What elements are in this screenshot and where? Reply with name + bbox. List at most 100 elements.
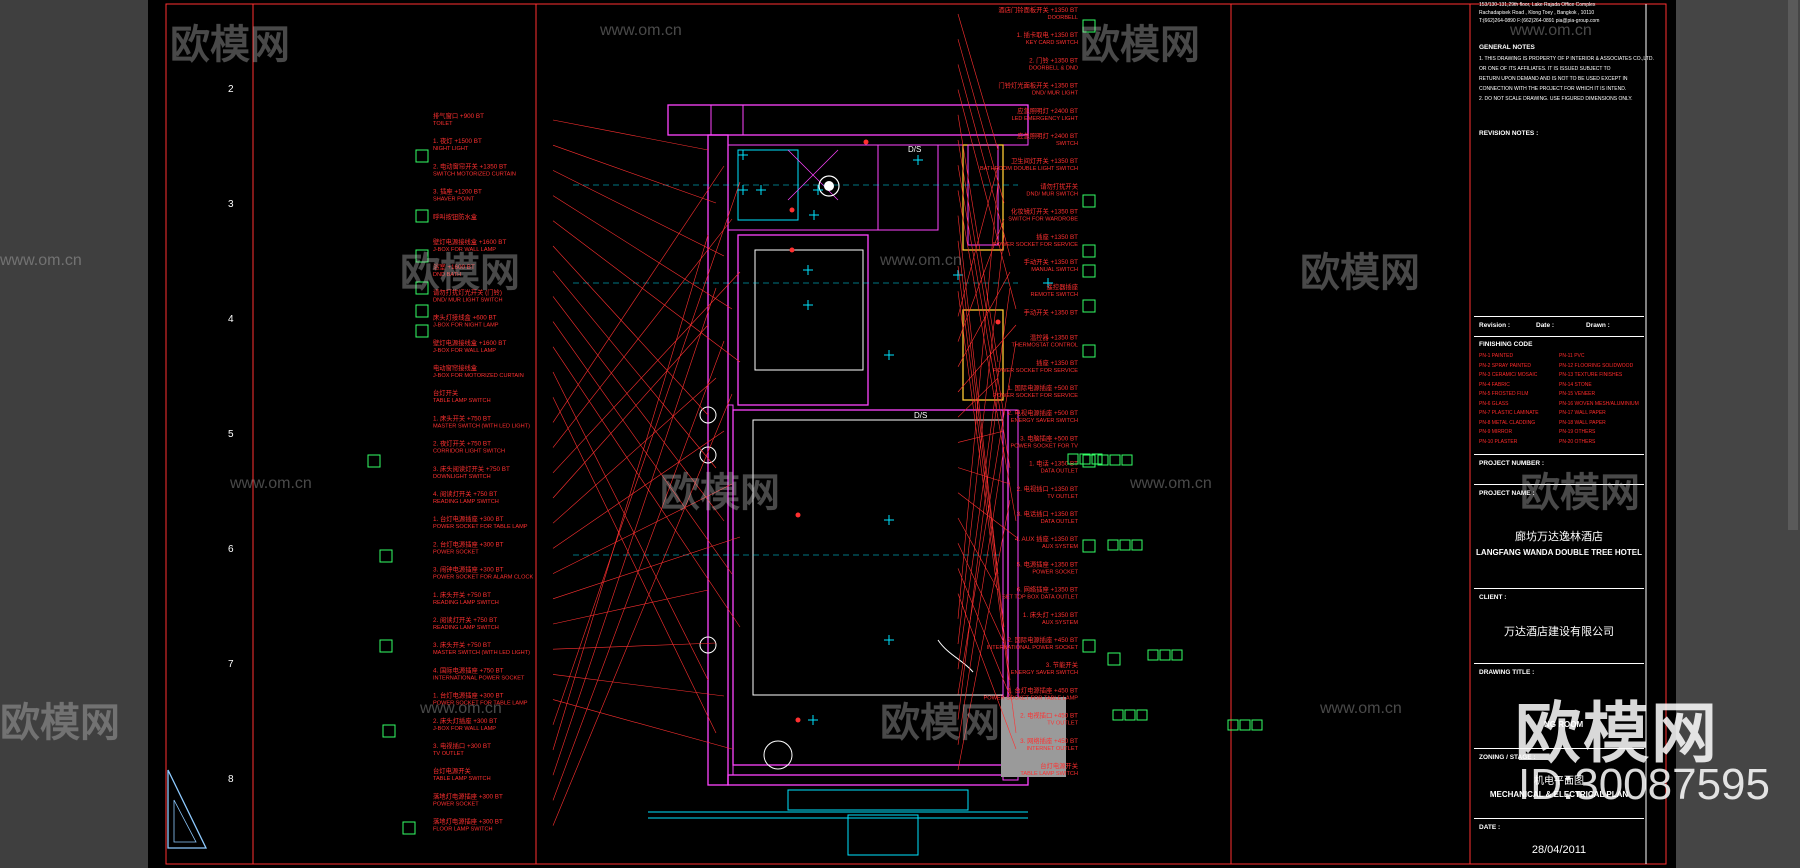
callout-cn: 1. 电话 +1350 BT xyxy=(1029,459,1078,468)
callout-cn: 应急照明灯 +2400 BT xyxy=(1017,131,1078,140)
finishing-code: PN-13 TEXTURE FINISHES xyxy=(1559,372,1623,378)
general-note-line: 1. THIS DRAWING IS PROPERTY OF P INTERIO… xyxy=(1479,56,1654,62)
callout-cn: 落地灯电源插座 +300 BT xyxy=(433,791,503,800)
callout-cn: 插座 +1350 BT xyxy=(1036,358,1078,367)
callout-cn: 化妆镜灯开关 +1350 BT xyxy=(1011,207,1078,216)
callout-cn: 3. 网络插座 +450 BT xyxy=(1020,736,1078,745)
date-value: 28/04/2011 xyxy=(1531,844,1587,856)
callout-cn: 温控器 +1350 BT xyxy=(1030,333,1078,342)
leader-line xyxy=(957,568,1011,697)
callout-cn: 5. 电源插座 +1350 BT xyxy=(1017,559,1079,568)
switch-box xyxy=(1082,19,1096,33)
callout-cn: 1. 台灯电源插座 +300 BT xyxy=(433,514,504,523)
switch-box xyxy=(1082,344,1096,358)
switch-box xyxy=(415,304,429,318)
callout-en: CORRIDOR LIGHT SWITCH xyxy=(433,449,505,455)
leader-line xyxy=(552,119,709,151)
watermark-domain: www.om.cn xyxy=(0,252,82,269)
company-line: T:(662)264-0890 F:(662)264-0891 pia@pia-… xyxy=(1479,18,1600,24)
leader-line xyxy=(957,165,1011,469)
callout-en: SWITCH xyxy=(1056,141,1078,147)
callout-en: INTERNATIONAL POWER SOCKET xyxy=(433,675,525,681)
fixture-dot xyxy=(789,247,795,253)
switch-box xyxy=(382,724,396,738)
callout-label: 壁灯电源接线盒 +1600 BTJ-BOX FOR WALL LAMP xyxy=(433,237,709,416)
general-note-line: CONNECTION WITH THE PROJECT FOR WHICH IT… xyxy=(1479,86,1627,92)
callout-cn: 3. 节能开关 xyxy=(1046,660,1079,669)
callout-en: TV OUTLET xyxy=(433,751,464,757)
leader-line xyxy=(552,144,717,204)
finishing-code: PN-5 FROSTED FILM xyxy=(1479,391,1529,397)
row-number: 4 xyxy=(228,314,234,325)
finishing-code: PN-12 FLOORING SOLIDWOOD xyxy=(1559,362,1634,369)
leader-line xyxy=(552,195,733,310)
drawn-label: Drawn : xyxy=(1586,322,1610,329)
callout-label: 壁灯电源接线盒 +1600 BTJ-BOX FOR WALL LAMP xyxy=(433,338,741,628)
finishing-code: PN-1 PAINTED xyxy=(1479,353,1514,359)
callout-cn: 1. 台灯电源插座 +450 BT xyxy=(1007,685,1078,694)
leader-line xyxy=(957,324,1017,393)
title-block: 153/130-131,29th floor, Lake Rajada Offi… xyxy=(1474,0,1654,868)
callout-en: ENERGY SAVER SWITCH xyxy=(1011,670,1078,676)
drawing-frame xyxy=(165,3,1667,865)
finishing-code: PN-3 CERAMIC/ MOSAIC xyxy=(1479,372,1538,378)
callout-en: POWER SOCKET FOR TABLE LAMP xyxy=(984,695,1079,701)
callout-en: DND/ MUR SWITCH xyxy=(1026,191,1078,197)
callout-label: 床头灯接线盒 +600 BTJ-BOX FOR NIGHT LAMP xyxy=(433,313,733,575)
fixture-dot xyxy=(789,207,795,213)
leader-line xyxy=(957,215,999,575)
company-line: Rachadapisek Road , Klong Toey , Bangkok… xyxy=(1479,10,1595,16)
callout-cn: 2. 台灯电源插座 +300 BT xyxy=(433,539,504,548)
callout-cn: 遥控器插座 xyxy=(1047,282,1078,291)
leader-line xyxy=(957,287,1011,670)
leader-line xyxy=(957,446,1005,745)
callout-cn: 4. AUX 插座 +1350 BT xyxy=(1015,534,1078,543)
leader-line xyxy=(957,467,1011,485)
callout-en: SWITCH FOR WARDROBE xyxy=(1008,217,1078,223)
callout-en: INTERNET OUTLET xyxy=(1027,746,1079,752)
callout-en: DND BATH xyxy=(433,272,461,278)
vertical-scrollbar[interactable] xyxy=(1788,0,1798,530)
revision-notes-label: REVISION NOTES : xyxy=(1479,130,1539,137)
finishing-code: PN-15 VENEER xyxy=(1559,391,1596,397)
row-number: 8 xyxy=(228,774,234,785)
general-notes-label: GENERAL NOTES xyxy=(1479,44,1535,51)
callout-en: THERMOSTAT CONTROL xyxy=(1011,343,1078,349)
revision-label: Revision : xyxy=(1479,322,1511,329)
leader-line xyxy=(957,190,1017,522)
callout-cn: 1. 台灯电源插座 +300 BT xyxy=(433,691,504,700)
callout-cn: 2. 床头灯插座 +300 BT xyxy=(433,716,497,725)
callout-label: 请勿打扰灯光开关 (门铃)DND/ MUR LIGHT SWITCH xyxy=(433,287,725,522)
callout-en: POWER SOCKET FOR SERVICE xyxy=(993,368,1078,374)
callout-cn: 1. 插卡取电 +1350 BT xyxy=(1017,30,1079,39)
leader-line xyxy=(957,165,999,317)
finishing-code: PN-16 WOVEN MESH/ALUMINIUM xyxy=(1559,400,1639,407)
callout-cn: 排气窗口 +900 BT xyxy=(433,111,484,120)
client-label: CLIENT : xyxy=(1479,594,1507,601)
switch-box xyxy=(415,249,429,263)
callout-cn: 1. 床头开关 +750 BT xyxy=(433,413,491,422)
leader-line xyxy=(957,240,1005,628)
callout-en: TABLE LAMP SWITCH xyxy=(433,398,491,404)
leader-line xyxy=(957,13,999,151)
switch-group xyxy=(1107,539,1143,551)
fixture-cross xyxy=(738,150,748,160)
date-label: DATE : xyxy=(1479,824,1501,831)
